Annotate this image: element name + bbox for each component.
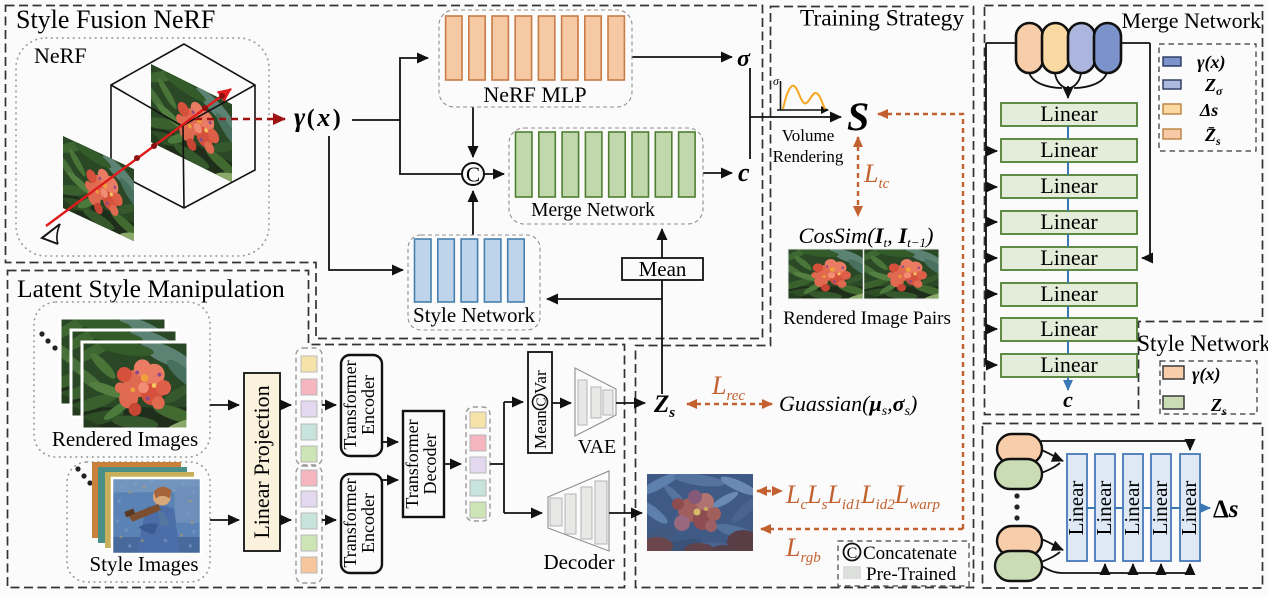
svg-text:Style Network: Style Network — [1137, 331, 1268, 356]
svg-text:Ltc: Ltc — [863, 159, 890, 192]
svg-text:Guassian(μs,σs): Guassian(μs,σs) — [779, 391, 917, 419]
svg-text:γ(x): γ(x) — [294, 102, 342, 132]
svg-text:Var: Var — [531, 370, 550, 394]
svg-text:C: C — [847, 545, 858, 562]
svg-text:Linear: Linear — [1120, 481, 1144, 536]
svg-text:Linear: Linear — [1040, 316, 1098, 341]
svg-text:Linear: Linear — [1040, 173, 1098, 198]
svg-text:c: c — [738, 158, 750, 187]
svg-text:Mean: Mean — [639, 257, 687, 281]
svg-text:Z̄s: Z̄s — [1204, 125, 1221, 148]
svg-text:σ: σ — [773, 74, 780, 88]
svg-text:Zs: Zs — [1210, 395, 1227, 418]
svg-text:Lrgb: Lrgb — [785, 533, 821, 566]
svg-text:Decoder: Decoder — [543, 550, 614, 574]
svg-text:Rendered Image Pairs: Rendered Image Pairs — [783, 308, 951, 329]
svg-text:C: C — [535, 397, 550, 406]
svg-text:Encoder: Encoder — [358, 375, 378, 435]
svg-text:Mean: Mean — [531, 410, 550, 449]
svg-text:NeRF: NeRF — [34, 43, 87, 68]
svg-text:γ(x): γ(x) — [1192, 364, 1220, 385]
svg-text:Style Network: Style Network — [413, 303, 535, 327]
svg-text:Training Strategy: Training Strategy — [800, 6, 965, 32]
svg-text:Decoder: Decoder — [420, 434, 440, 495]
svg-text:Transformer: Transformer — [402, 419, 422, 508]
svg-text:Δs: Δs — [1213, 496, 1238, 523]
svg-text:Linear: Linear — [1040, 209, 1098, 234]
svg-text:Zs: Zs — [653, 391, 675, 421]
svg-text:Zσ: Zσ — [1204, 75, 1223, 98]
svg-text:Style Images: Style Images — [89, 552, 198, 576]
svg-text:Linear: Linear — [1040, 352, 1098, 377]
svg-text:Linear: Linear — [1040, 245, 1098, 270]
svg-text:Linear: Linear — [1064, 481, 1088, 536]
svg-text:Latent Style Manipulation: Latent Style Manipulation — [17, 274, 285, 303]
svg-text:Style Fusion NeRF: Style Fusion NeRF — [16, 5, 215, 34]
svg-text:Rendering: Rendering — [773, 147, 844, 166]
svg-text:Lrec: Lrec — [711, 371, 745, 404]
svg-text:Transformer: Transformer — [340, 360, 360, 449]
svg-text:C: C — [466, 163, 480, 187]
svg-text:S: S — [847, 94, 869, 139]
svg-text:Pre-Trained: Pre-Trained — [866, 564, 957, 585]
svg-text:LcLsLid1Lid2Lwarp: LcLsLid1Lid2Lwarp — [785, 480, 941, 513]
svg-text:Volume: Volume — [782, 126, 835, 145]
svg-text:Concatenate: Concatenate — [863, 543, 957, 564]
svg-text:Linear: Linear — [1040, 281, 1098, 306]
svg-text:σ: σ — [737, 46, 751, 72]
svg-text:Merge Network: Merge Network — [1122, 8, 1262, 33]
svg-text:Linear Projection: Linear Projection — [249, 385, 274, 538]
svg-text:Rendered Images: Rendered Images — [52, 427, 198, 451]
svg-text:CosSim(It, It−1): CosSim(It, It−1) — [798, 223, 933, 250]
svg-text:Linear: Linear — [1148, 481, 1172, 536]
svg-text:Linear: Linear — [1040, 101, 1098, 126]
svg-text:NeRF MLP: NeRF MLP — [483, 82, 586, 107]
svg-text:Encoder: Encoder — [358, 493, 378, 553]
svg-text:VAE: VAE — [578, 436, 617, 458]
svg-text:Linear: Linear — [1040, 137, 1098, 162]
svg-text:c: c — [1063, 387, 1073, 412]
svg-text:Linear: Linear — [1177, 481, 1201, 536]
svg-text:γ(x): γ(x) — [1197, 52, 1225, 73]
svg-text:Merge Network: Merge Network — [531, 200, 655, 221]
svg-text:Linear: Linear — [1092, 481, 1116, 536]
svg-text:Δs: Δs — [1199, 100, 1218, 120]
svg-text:Transformer: Transformer — [340, 478, 360, 567]
